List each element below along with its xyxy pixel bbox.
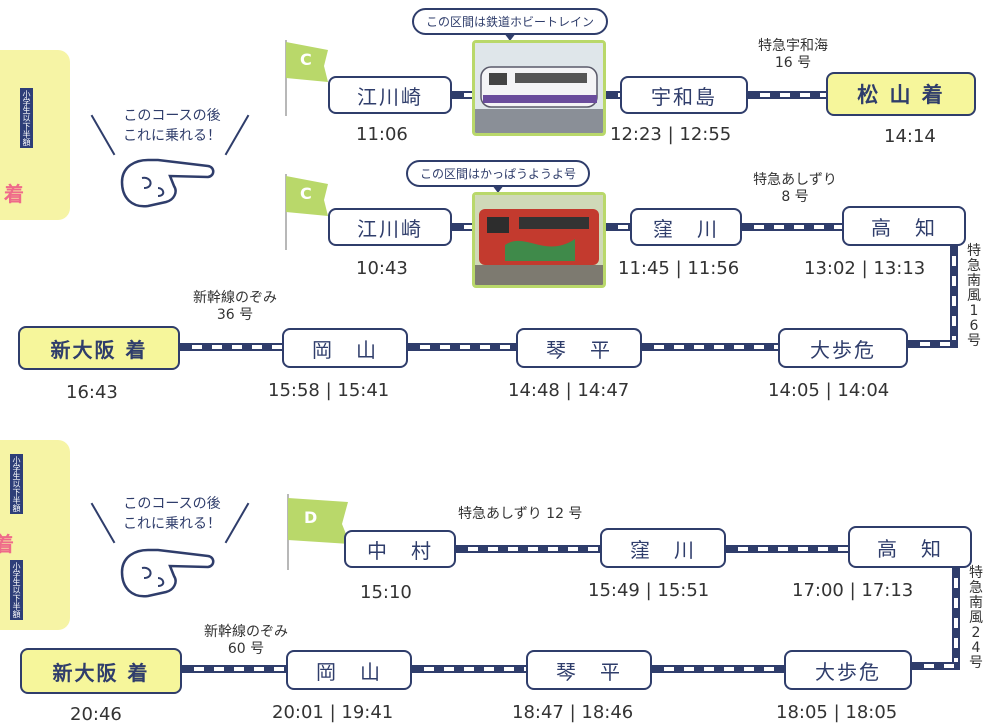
rail-segment: [452, 91, 474, 99]
rail-segment: [642, 343, 780, 351]
rail-segment: [452, 223, 474, 231]
train-label-ashizuri-12: 特急あしずり 12 号: [458, 506, 583, 522]
rail-segment: [456, 545, 602, 553]
time-okayama: 15:58 | 15:41: [268, 380, 390, 401]
rail-segment: [182, 665, 288, 673]
price-chip-bottom-2: 小学生以下半額: [10, 560, 23, 620]
time-kochi: 13:02 | 13:13: [804, 258, 926, 279]
station-kotohira: 琴 平: [526, 650, 652, 690]
time-shinosaka: 16:43: [66, 382, 118, 403]
train-photo: [472, 192, 606, 288]
pointing-hand-icon: [120, 158, 215, 208]
flag-icon: [285, 40, 328, 116]
time-kotohira: 18:47 | 18:46: [512, 702, 634, 723]
train-label-ashizuri-8: 特急あしずり 8 号: [753, 172, 837, 205]
rail-segment: [748, 91, 828, 99]
time-nakamura: 15:10: [360, 582, 412, 603]
station-egawasaki: 江川崎: [328, 208, 452, 246]
station-shinosaka-arrival: 新大阪 着: [20, 648, 182, 694]
rail-vertical: [952, 566, 960, 670]
time-kubokawa: 11:45 | 11:56: [618, 258, 740, 279]
station-shinosaka-arrival: 新大阪 着: [18, 326, 180, 370]
course-note-top: このコースの後 これに乗れる！: [123, 108, 221, 144]
arrive-mark-top: 着: [4, 182, 24, 206]
station-kotohira: 琴 平: [516, 328, 642, 368]
time-oboke: 14:05 | 14:04: [768, 380, 890, 401]
train-label-nozomi-36: 新幹線のぞみ 36 号: [193, 290, 277, 323]
pointing-hand-icon: [120, 548, 215, 598]
course-flag-letter: C: [300, 50, 312, 69]
kappa-train-bubble: この区間はかっぱうようよ号: [406, 160, 591, 193]
train-label-nozomi-60: 新幹線のぞみ 60 号: [204, 624, 288, 657]
time-uwajima: 12:23 | 12:55: [610, 124, 732, 145]
time-kochi: 17:00 | 17:13: [792, 580, 914, 601]
station-kubokawa: 窪 川: [630, 208, 742, 246]
rail-segment: [412, 665, 528, 673]
station-matsuyama-arrival: 松 山 着: [826, 72, 976, 116]
price-chip-top: 小学生以下半額: [20, 88, 33, 148]
station-kochi: 高 知: [848, 526, 972, 568]
station-kochi: 高 知: [842, 206, 966, 246]
course-note-bottom: このコースの後 これに乗れる！: [123, 496, 221, 532]
rail-segment: [408, 343, 518, 351]
station-oboke: 大歩危: [784, 650, 912, 690]
time-shinosaka: 20:46: [70, 704, 122, 725]
rail-segment: [180, 343, 284, 351]
time-egawasaki: 11:06: [356, 124, 408, 145]
rail-segment: [908, 340, 958, 348]
station-okayama: 岡 山: [286, 650, 412, 690]
side-tab-top: [0, 50, 70, 220]
time-oboke: 18:05 | 18:05: [776, 702, 898, 723]
course-flag-letter: D: [304, 508, 318, 527]
station-nakamura: 中 村: [344, 530, 456, 568]
arrive-mark-bottom: 着: [0, 532, 14, 556]
time-kotohira: 14:48 | 14:47: [508, 380, 630, 401]
flag-icon: [287, 494, 350, 570]
rail-segment: [652, 665, 786, 673]
price-chip-bottom-1: 小学生以下半額: [10, 454, 23, 514]
rail-segment: [726, 545, 850, 553]
rail-segment: [912, 662, 960, 670]
train-label-nanpu-16: 特急南風16号: [967, 243, 981, 349]
station-egawasaki: 江川崎: [328, 76, 452, 114]
rail-segment: [606, 223, 632, 231]
course-flag-letter: C: [300, 184, 312, 203]
rail-segment: [742, 223, 844, 231]
flag-icon: [285, 174, 328, 250]
station-oboke: 大歩危: [778, 328, 908, 368]
time-okayama: 20:01 | 19:41: [272, 702, 394, 723]
time-egawasaki-2: 10:43: [356, 258, 408, 279]
station-okayama: 岡 山: [282, 328, 408, 368]
train-label-uwakai: 特急宇和海 16 号: [758, 38, 828, 71]
station-kubokawa: 窪 川: [600, 528, 726, 568]
hobby-train-bubble: この区間は鉄道ホビートレイン: [412, 8, 609, 41]
train-label-nanpu-24: 特急南風24号: [969, 565, 983, 671]
time-kubokawa: 15:49 | 15:51: [588, 580, 710, 601]
station-uwajima: 宇和島: [620, 76, 748, 114]
time-matsuyama: 14:14: [884, 126, 936, 147]
rail-vertical: [950, 244, 958, 348]
train-photo: [472, 40, 606, 136]
